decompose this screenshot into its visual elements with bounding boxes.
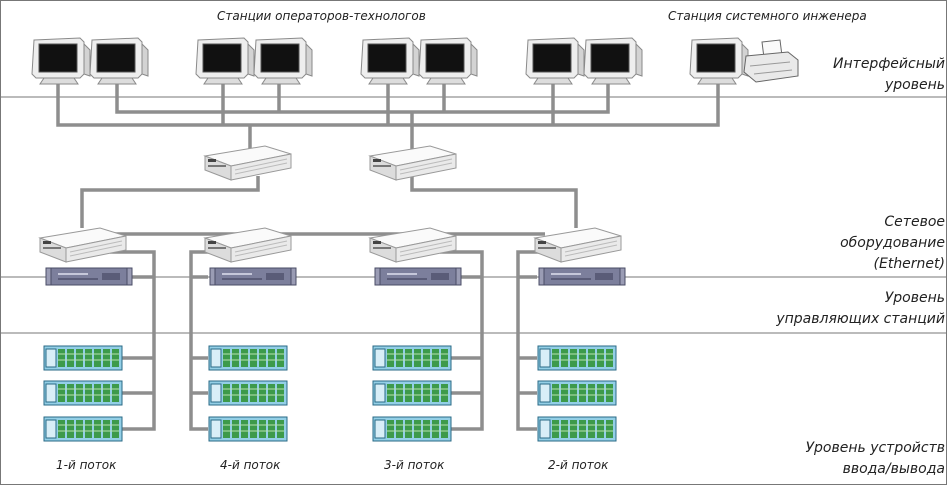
level-interface-line2: уровень <box>884 77 945 93</box>
operators-label: Станции операторов-технологов <box>217 9 426 23</box>
io-module-icon <box>372 416 452 442</box>
io-module-icon <box>208 380 288 406</box>
level-control-line2: управляющих станций <box>776 311 945 327</box>
core-switch-icon <box>204 145 292 181</box>
io-module-icon <box>537 380 617 406</box>
stream-label: 1-й поток <box>56 458 117 472</box>
operator-monitor-icon <box>525 37 585 85</box>
io-module-icon <box>537 345 617 371</box>
access-switch-icon <box>534 227 622 263</box>
io-module-icon <box>537 416 617 442</box>
operator-monitor-icon <box>253 37 313 85</box>
stream-label: 3-й поток <box>384 458 445 472</box>
level-network-label: Сетевое оборудование (Ethernet) <box>840 212 945 275</box>
operator-monitor-icon <box>360 37 420 85</box>
network-cabling <box>56 83 720 431</box>
printer-icon <box>743 39 799 83</box>
controller-rack-icon <box>45 267 133 286</box>
io-module-icon <box>43 416 123 442</box>
controller-rack-icon <box>374 267 462 286</box>
engineer-monitor-icon <box>689 37 749 85</box>
level-interface-line1: Интерфейсный <box>833 56 945 72</box>
controller-rack-icon <box>538 267 626 286</box>
operator-monitor-icon <box>31 37 91 85</box>
io-module-icon <box>43 380 123 406</box>
level-network-line2: оборудование <box>840 235 945 251</box>
level-io-line1: Уровень устройств <box>805 440 946 456</box>
io-module-icon <box>208 345 288 371</box>
level-network-line3: (Ethernet) <box>873 256 945 272</box>
operator-monitor-icon <box>418 37 478 85</box>
stream-label: 2-й поток <box>548 458 609 472</box>
io-module-icon <box>372 380 452 406</box>
level-io-line2: ввода/вывода <box>842 461 945 477</box>
io-module-icon <box>372 345 452 371</box>
level-control-line1: Уровень <box>884 290 945 306</box>
level-interface-label: Интерфейсный уровень <box>833 54 945 96</box>
engineer-label: Станция системного инженера <box>668 9 867 23</box>
level-io-label: Уровень устройств ввода/вывода <box>806 438 946 480</box>
operator-monitor-icon <box>195 37 255 85</box>
operator-monitors <box>31 37 643 85</box>
io-module-icon <box>208 416 288 442</box>
access-switch-icon <box>39 227 127 263</box>
operator-monitor-icon <box>89 37 149 85</box>
controller-rack-icon <box>209 267 297 286</box>
operator-monitor-icon <box>583 37 643 85</box>
stream-label: 4-й поток <box>220 458 281 472</box>
core-switch-icon <box>369 145 457 181</box>
level-network-line1: Сетевое <box>884 214 945 230</box>
level-control-label: Уровень управляющих станций <box>776 288 945 330</box>
io-module-icon <box>43 345 123 371</box>
